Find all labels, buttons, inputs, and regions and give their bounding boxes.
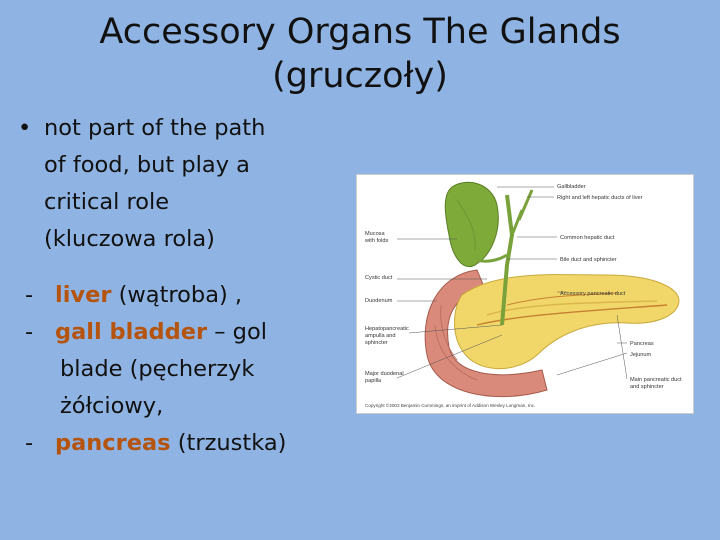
organ-translation: blade (pęcherzyk [60,356,255,382]
label-pancreas: Pancreas [630,341,654,347]
organ-list: - liver (wątroba) , - gall bladder – gol… [25,277,325,462]
dash-marker: - [25,282,34,308]
label-main-pancreatic-duct-2: and sphincter [630,384,664,390]
list-item: - gall bladder – gol [25,314,325,351]
label-mucosa-2: with folds [364,238,389,244]
organ-term: pancreas [55,430,171,456]
bullet-line: critical role [44,189,170,215]
label-common-hepatic-duct: Common hepatic duct [560,235,615,241]
list-item: - liver (wątroba) , [25,277,325,314]
label-hepatopancreatic-3: sphincter [365,340,388,346]
bullet-point: • not part of the path of food, but play… [18,110,318,258]
gallbladder-shape [444,181,499,268]
label-gallbladder: Gallbladder [557,184,586,190]
dash-marker [25,351,55,388]
label-hepatopancreatic-2: ampulla and [365,333,395,339]
pancreas-shape [454,274,680,370]
label-accessory-pancreatic-duct: Accessory pancreatic duct [560,291,626,297]
organ-term: liver [55,282,112,308]
bullet-symbol: • [18,115,32,141]
slide-title: Accessory Organs The Glands (gruczoły) [60,10,660,98]
organ-translation: (wątroba) , [111,282,243,308]
title-line-2: (gruczoły) [272,56,448,96]
anatomy-illustration: Gallbladder Right and left hepatic ducts… [364,181,682,408]
label-duodenum: Duodenum [365,298,393,304]
organ-term: gall bladder [55,319,208,345]
list-item: żółciowy, [25,388,325,425]
dash-marker: - [25,430,34,456]
label-jejunum: Jejunum [630,352,651,358]
anatomy-diagram: Gallbladder Right and left hepatic ducts… [356,174,694,414]
bullet-line: (kluczowa rola) [44,226,215,252]
dash-marker [25,388,55,425]
label-major-papilla: Major duodenal [365,371,404,377]
list-item: blade (pęcherzyk [25,351,325,388]
duodenum-shape [424,269,548,398]
list-item: - pancreas (trzustka) [25,425,325,462]
label-cystic-duct: Cystic duct [365,275,393,281]
organ-translation: – gol [207,319,267,345]
organ-translation: żółciowy, [60,393,164,419]
copyright-text: Copyright ©2003 Benjamin Cummings, an im… [365,402,535,408]
label-hepatic-ducts: Right and left hepatic ducts of liver [557,195,643,201]
label-major-papilla-2: papilla [365,378,382,384]
label-main-pancreatic-duct: Main pancreatic duct [630,377,682,383]
bullet-line: not part of the path [44,115,266,141]
title-line-1: Accessory Organs The Glands [99,12,621,52]
bullet-line: of food, but play a [44,152,250,178]
label-mucosa: Mucosa [365,231,385,237]
label-bile-duct: Bile duct and sphincter [560,257,617,263]
dash-marker: - [25,319,34,345]
label-hepatopancreatic: Hepatopancreatic [365,326,409,332]
organ-translation: (trzustka) [170,430,287,456]
